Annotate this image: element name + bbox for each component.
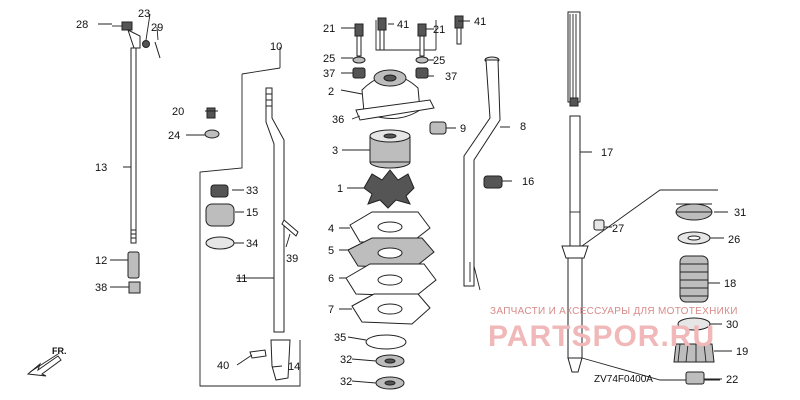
label-17: 17 bbox=[601, 147, 613, 159]
pinion-19-part bbox=[673, 343, 715, 363]
label-24: 24 bbox=[168, 130, 180, 142]
label-8: 8 bbox=[520, 121, 526, 133]
label-11: 11 bbox=[236, 273, 247, 285]
label-12: 12 bbox=[95, 255, 107, 267]
label-1: 1 bbox=[337, 183, 343, 195]
shift-rod-assembly bbox=[199, 58, 301, 387]
label-30: 30 bbox=[726, 319, 738, 331]
label-2: 2 bbox=[328, 86, 334, 98]
label-35: 35 bbox=[334, 332, 346, 344]
label-31: 31 bbox=[734, 207, 746, 219]
direction-label: FR. bbox=[52, 346, 67, 356]
water-pump-stack bbox=[345, 15, 464, 390]
leader-lines bbox=[98, 13, 732, 384]
label-19: 19 bbox=[736, 346, 748, 358]
label-29: 29 bbox=[151, 22, 163, 34]
label-37a: 37 bbox=[323, 68, 335, 80]
label-9: 9 bbox=[460, 123, 466, 135]
label-22: 22 bbox=[726, 374, 738, 386]
label-10: 10 bbox=[270, 41, 282, 53]
gear-stack bbox=[673, 203, 715, 385]
nut-22-part bbox=[685, 371, 705, 385]
watermark-brand: PARTSPOR.RU bbox=[488, 320, 715, 353]
rod-assembly-13 bbox=[112, 21, 161, 294]
label-7: 7 bbox=[328, 304, 334, 316]
drive-shaft-17 bbox=[561, 11, 720, 381]
water-tube-8-part bbox=[463, 59, 501, 287]
sleeve-12-part bbox=[127, 251, 140, 279]
bolt-28-part bbox=[121, 21, 133, 31]
label-25a: 25 bbox=[323, 53, 335, 65]
label-28: 28 bbox=[76, 19, 88, 31]
label-41b: 41 bbox=[474, 16, 486, 28]
label-25b: 25 bbox=[433, 55, 445, 67]
o-ring-34-part bbox=[205, 236, 235, 250]
watermark: ЗАПЧАСТИ И АКСЕССУАРЫ ДЛЯ МОТОТЕХНИКИ PA… bbox=[488, 306, 738, 353]
label-21a: 21 bbox=[323, 23, 335, 35]
label-36: 36 bbox=[332, 114, 344, 126]
label-18: 18 bbox=[724, 278, 736, 290]
washer-24-part bbox=[204, 129, 220, 139]
label-14: 14 bbox=[288, 361, 300, 373]
water-tube-8 bbox=[463, 56, 503, 291]
label-34: 34 bbox=[246, 238, 258, 250]
label-3: 3 bbox=[332, 145, 338, 157]
grommet-9-part bbox=[429, 121, 447, 135]
label-41a: 41 bbox=[397, 19, 409, 31]
label-13: 13 bbox=[95, 162, 107, 174]
label-32b: 32 bbox=[340, 376, 352, 388]
washer-23-part bbox=[142, 40, 150, 48]
label-5: 5 bbox=[328, 245, 334, 257]
seal-33-part bbox=[210, 184, 229, 198]
key-27-part bbox=[593, 219, 605, 231]
label-4: 4 bbox=[328, 223, 334, 235]
lever-14-part bbox=[270, 339, 291, 381]
label-39: 39 bbox=[286, 253, 298, 265]
label-40: 40 bbox=[217, 360, 229, 372]
pin-39-part bbox=[281, 219, 299, 237]
label-16: 16 bbox=[522, 176, 534, 188]
label-15: 15 bbox=[246, 207, 258, 219]
label-26: 26 bbox=[728, 234, 740, 246]
grommet-16-part bbox=[483, 175, 503, 189]
spring-18-part bbox=[679, 255, 709, 303]
label-27: 27 bbox=[612, 223, 624, 235]
label-32a: 32 bbox=[340, 354, 352, 366]
diagram-code: ZV74F0400A bbox=[594, 374, 653, 385]
label-6: 6 bbox=[328, 273, 334, 285]
label-33: 33 bbox=[246, 185, 258, 197]
bolt-20-part bbox=[206, 107, 216, 119]
front-direction-arrow: FR. bbox=[26, 346, 67, 377]
nut-38-part bbox=[128, 281, 141, 294]
label-37b: 37 bbox=[445, 71, 457, 83]
label-38: 38 bbox=[95, 282, 107, 294]
bushing-15-part bbox=[205, 203, 235, 227]
o-ring-35-part bbox=[365, 334, 407, 350]
pin-40-part bbox=[249, 349, 267, 359]
watermark-caption: ЗАПЧАСТИ И АКСЕССУАРЫ ДЛЯ МОТОТЕХНИКИ bbox=[490, 306, 738, 317]
impeller-1-part bbox=[363, 169, 415, 209]
label-20: 20 bbox=[172, 106, 184, 118]
label-21b: 21 bbox=[433, 24, 445, 36]
label-23: 23 bbox=[138, 8, 150, 20]
part-labels: 28 23 29 10 20 24 13 12 38 33 15 34 11 3… bbox=[76, 8, 748, 388]
